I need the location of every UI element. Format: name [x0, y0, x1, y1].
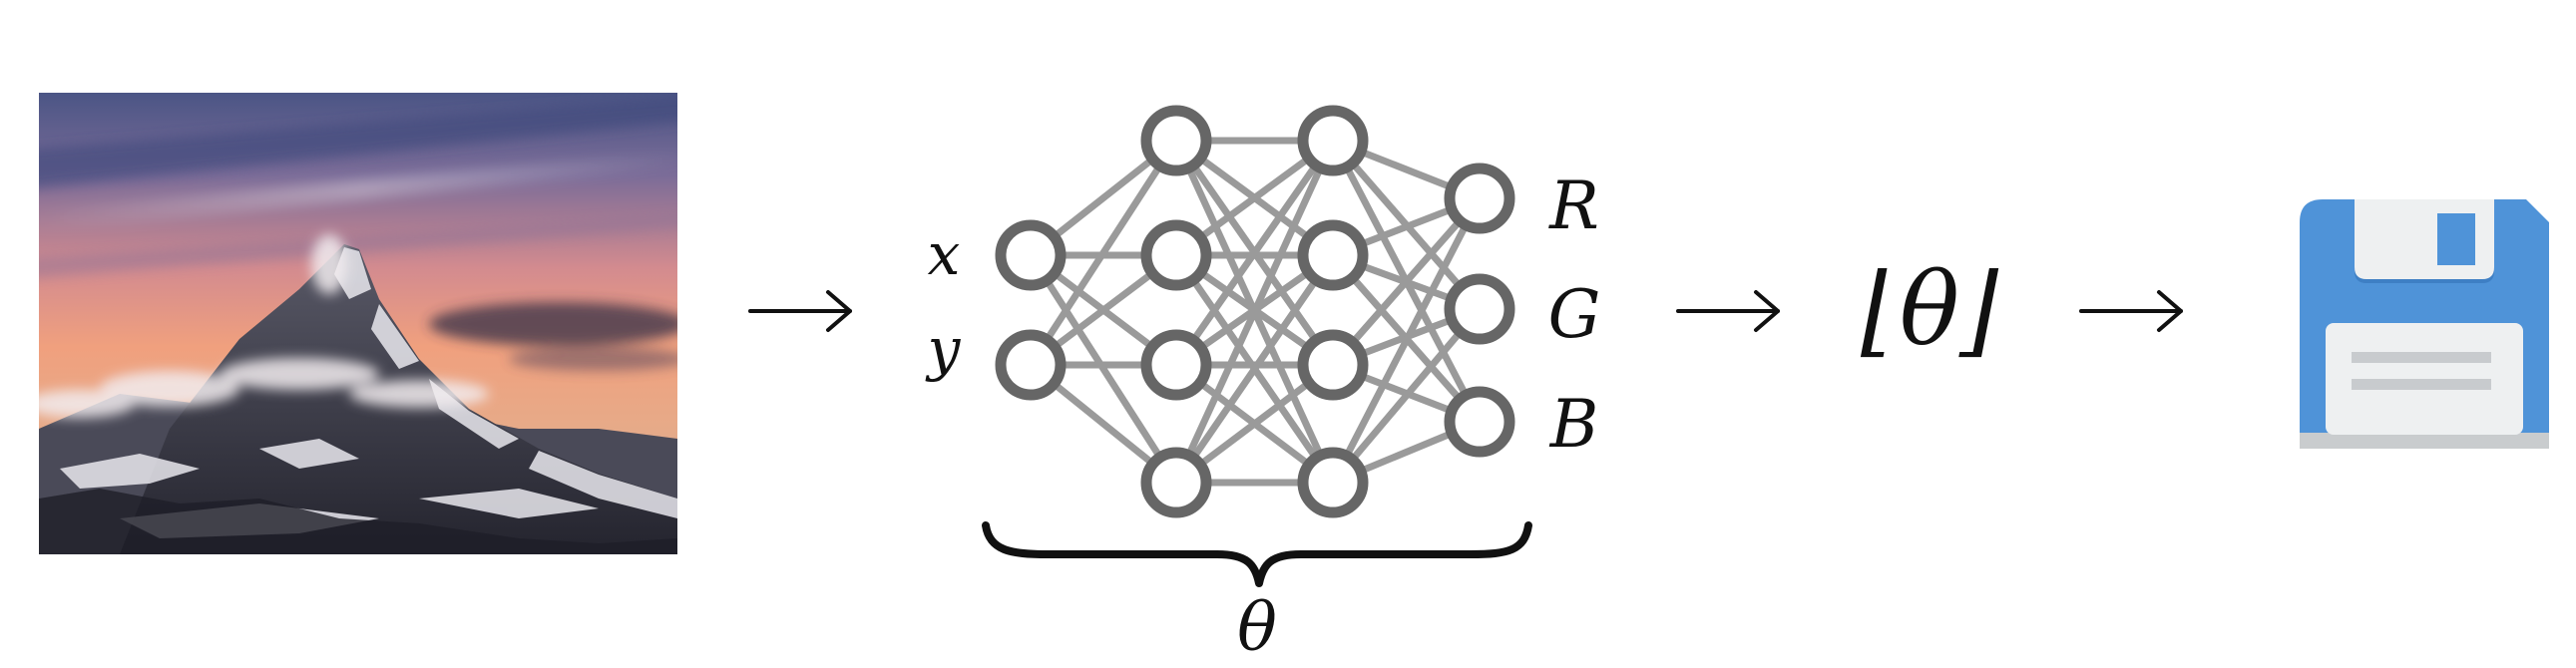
edge-l1-3-1 [1173, 253, 1336, 485]
output-label-b: B [1549, 386, 1599, 463]
input-label-y: y [925, 315, 962, 383]
node-l1-1 [1140, 219, 1212, 291]
node-l2-3 [1297, 447, 1369, 518]
edge-l2-3-0 [1329, 196, 1484, 485]
arrow-3 [2079, 290, 2183, 332]
network-nodes [995, 105, 1515, 518]
node-l1-3 [1140, 447, 1212, 518]
edge-l0-0-3 [1028, 253, 1179, 485]
mountain-photo [39, 93, 677, 554]
node-l2-0 [1297, 105, 1369, 176]
edge-l0-1-0 [1028, 139, 1179, 367]
parameter-brace [982, 521, 1532, 587]
node-l1-2 [1140, 329, 1212, 401]
arrow-1 [748, 290, 852, 332]
node-l3-0 [1444, 163, 1515, 234]
edge-l2-3-1 [1330, 306, 1483, 486]
edge-l2-2-0 [1330, 195, 1483, 368]
input-label-x: x [928, 220, 961, 288]
node-l1-0 [1140, 105, 1212, 176]
output-label-r: R [1548, 167, 1599, 244]
neural-network [995, 105, 1515, 518]
network-edges [1028, 137, 1484, 487]
edge-l1-3-0 [1172, 139, 1337, 485]
node-l2-2 [1297, 329, 1369, 401]
node-l2-1 [1297, 219, 1369, 291]
quantized-parameter-label: ⌊θ⌋ [1861, 251, 1999, 368]
parameter-label: θ [1237, 589, 1277, 666]
edge-l1-2-0 [1173, 138, 1336, 368]
floppy-disk-icon [2300, 199, 2549, 449]
node-l3-1 [1444, 273, 1515, 345]
node-l0-0 [995, 219, 1067, 291]
output-label-g: G [1548, 276, 1601, 353]
node-l3-2 [1444, 386, 1515, 458]
node-l0-1 [995, 329, 1067, 401]
arrow-2 [1676, 290, 1780, 332]
